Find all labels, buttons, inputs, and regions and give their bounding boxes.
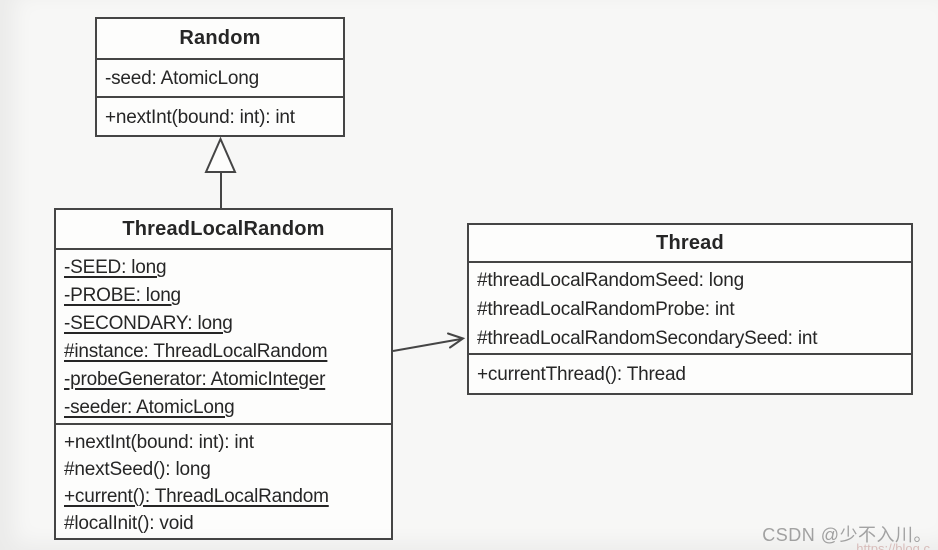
uml-member: +currentThread(): Thread <box>477 364 686 385</box>
association-arrow <box>392 332 466 352</box>
uml-class-thread-local-random: ThreadLocalRandom -SEED: long -PROBE: lon… <box>54 208 393 540</box>
uml-member: -probeGenerator: AtomicInteger <box>64 369 326 390</box>
uml-member: +nextInt(bound: int): int <box>64 432 254 453</box>
uml-class-thread: Thread #threadLocalRandomSeed: long#thre… <box>467 223 913 395</box>
class-title-thread: Thread <box>469 225 911 263</box>
csdn-watermark-url: https://blog.c <box>856 541 930 550</box>
uml-member: #threadLocalRandomSecondarySeed: int <box>477 328 818 349</box>
uml-member: #threadLocalRandomProbe: int <box>477 299 735 320</box>
uml-member: #nextSeed(): long <box>64 459 211 480</box>
uml-member: #instance: ThreadLocalRandom <box>64 341 328 362</box>
attributes-section-thread-local-random: -SEED: long -PROBE: long -SECONDARY: long #… <box>56 250 391 425</box>
generalization-arrow <box>204 136 237 208</box>
methods-section-thread-local-random: +nextInt(bound: int): int #nextSeed(): lo… <box>56 425 391 538</box>
methods-section-thread: +currentThread(): Thread <box>469 355 911 393</box>
uml-member: -PROBE: long <box>64 285 181 306</box>
uml-class-random: Random -seed: AtomicLong +nextInt(bound:… <box>95 17 345 137</box>
attributes-section-random: -seed: AtomicLong <box>97 60 343 98</box>
csdn-watermark: CSDN @少不入川。 <box>762 525 932 545</box>
class-title-thread-local-random: ThreadLocalRandom <box>56 210 391 250</box>
uml-member: +current(): ThreadLocalRandom <box>64 486 329 507</box>
uml-member: #localInit(): void <box>64 513 194 534</box>
uml-member: -seeder: AtomicLong <box>64 397 235 418</box>
uml-member: #threadLocalRandomSeed: long <box>477 270 744 291</box>
uml-member: -seed: AtomicLong <box>105 68 259 89</box>
methods-section-random: +nextInt(bound: int): int <box>97 98 343 135</box>
uml-member: -SECONDARY: long <box>64 313 233 334</box>
uml-member: +nextInt(bound: int): int <box>105 106 295 128</box>
attributes-section-thread: #threadLocalRandomSeed: long #threadLocal… <box>469 263 911 355</box>
class-title-random: Random <box>97 19 343 60</box>
uml-member: -SEED: long <box>64 257 167 278</box>
